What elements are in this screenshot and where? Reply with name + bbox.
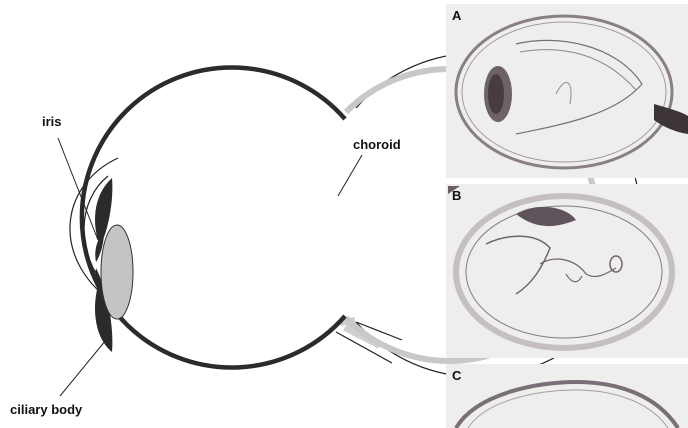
histology-panel-b: B — [446, 184, 688, 358]
choroid-label: choroid — [353, 137, 401, 152]
lens — [101, 225, 133, 319]
optic-nerve — [336, 320, 402, 363]
choroid-leader-line — [338, 155, 362, 196]
histology-image-b — [446, 184, 688, 358]
choroid-layer — [82, 68, 345, 368]
histology-panel-a: A — [446, 4, 688, 178]
panel-letter-b: B — [452, 188, 461, 203]
histology-image-a — [446, 4, 688, 178]
histology-image-c — [446, 364, 688, 428]
panel-letter-a: A — [452, 8, 461, 23]
panel-letter-c: C — [452, 368, 461, 383]
histology-panel-c: C — [446, 364, 688, 428]
iris-label: iris — [42, 114, 62, 129]
ciliary-body-leader-line — [60, 340, 106, 396]
ciliary-body-label: ciliary body — [10, 402, 82, 417]
iris-leader-line — [58, 138, 98, 240]
